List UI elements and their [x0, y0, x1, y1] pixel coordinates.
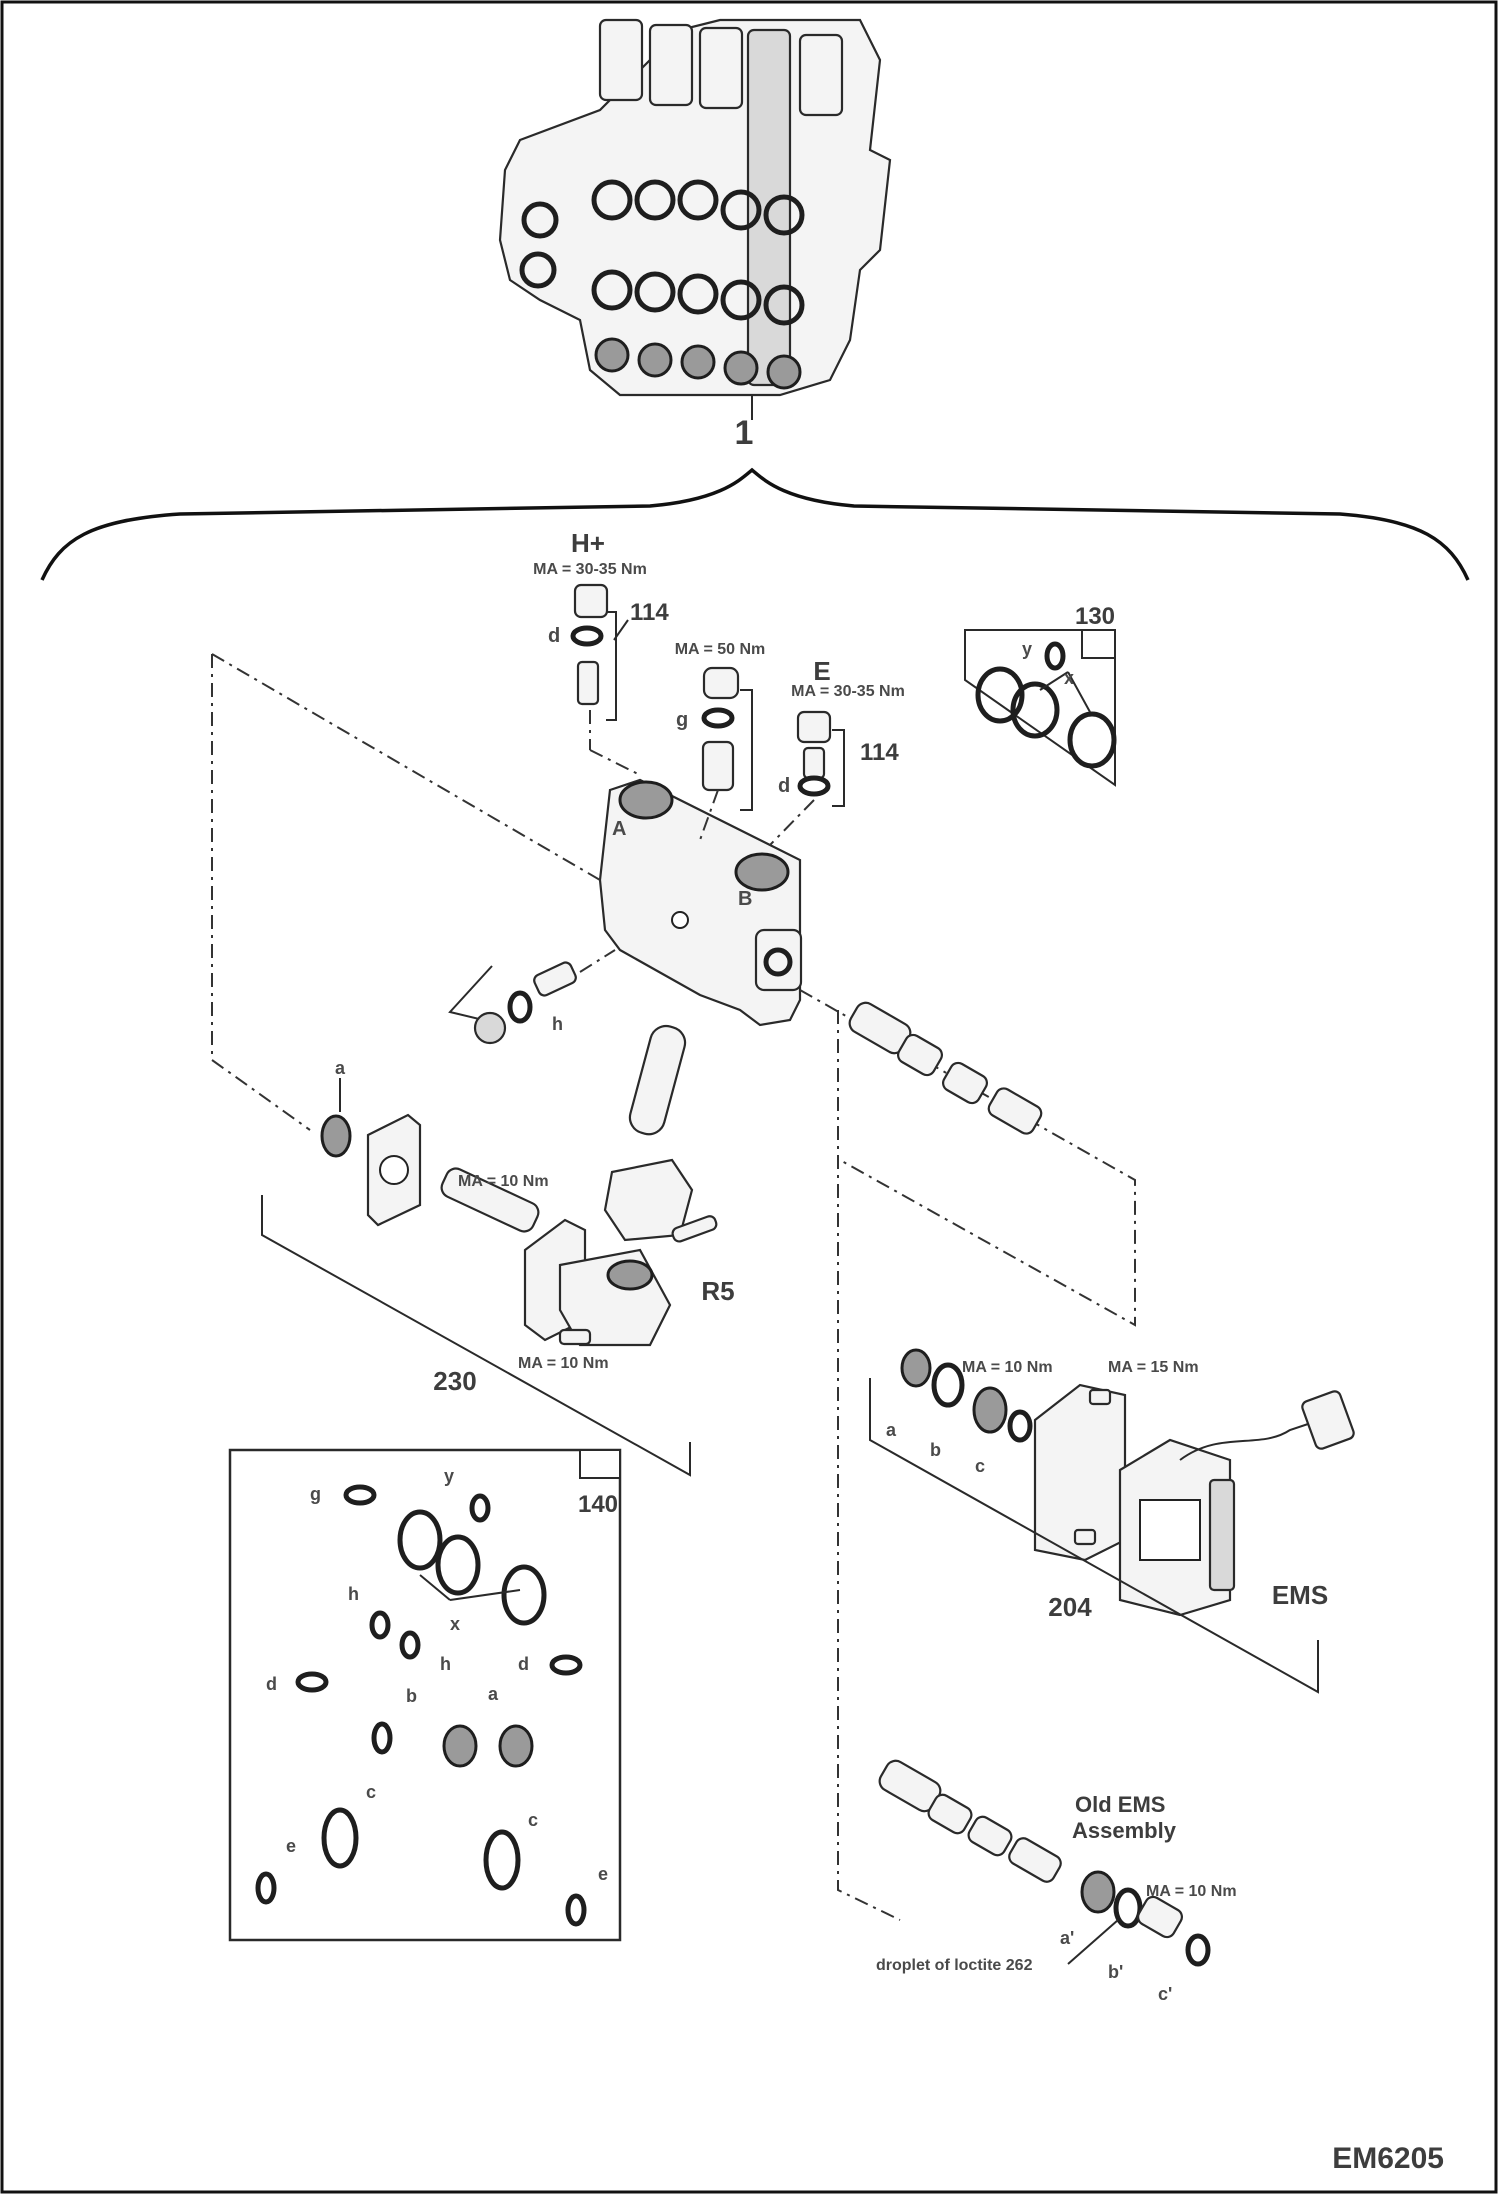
port-b-label: B [738, 888, 752, 910]
item-230-label: 230 [433, 1366, 476, 1396]
ems-group-204 [869, 1348, 1355, 1694]
letter-d-top: d [548, 625, 560, 647]
torque-e: MA = 30-35 Nm [791, 683, 905, 700]
torque-230-b: MA = 10 Nm [518, 1355, 609, 1372]
e-label: E [813, 656, 830, 686]
relief-valve-h-plus [570, 583, 641, 776]
spool [848, 1001, 1043, 1135]
letter-b-ems: b [930, 1440, 941, 1460]
item-130-label: 130 [1075, 603, 1115, 630]
letter-x-140: x [450, 1614, 460, 1634]
letter-a-140: a [488, 1684, 499, 1704]
letter-d-140b: d [518, 1654, 529, 1674]
letter-x-130: x [1064, 668, 1074, 688]
h-plus-label: H+ [571, 528, 605, 558]
letter-d-140a: d [266, 1674, 277, 1694]
letter-y-140: y [444, 1466, 454, 1486]
letter-g-top: g [676, 709, 688, 731]
torque-230-a: MA = 10 Nm [458, 1173, 549, 1190]
item-1-label: 1 [735, 414, 754, 452]
torque-50nm: MA = 50 Nm [675, 641, 766, 658]
hand-lever-group-230 [261, 1024, 718, 1477]
figure-id: EM6205 [1332, 2142, 1444, 2175]
letter-a-seal: a [335, 1058, 346, 1078]
ems-label: EMS [1272, 1580, 1328, 1610]
item-204-label: 204 [1048, 1592, 1092, 1622]
plug-h [448, 949, 616, 1045]
valve-bank-assembly [498, 18, 892, 420]
letter-h-plug: h [552, 1014, 563, 1034]
loctite-note: droplet of loctite 262 [876, 1957, 1033, 1974]
torque-ems-a: MA = 10 Nm [962, 1359, 1053, 1376]
letter-c-prime: c' [1158, 1984, 1172, 2004]
letter-h-140b: h [440, 1654, 451, 1674]
torque-ems-b: MA = 15 Nm [1108, 1359, 1199, 1376]
letter-g-140: g [310, 1484, 321, 1504]
r5-label: R5 [701, 1276, 734, 1306]
letter-b-prime: b' [1108, 1962, 1123, 1982]
relief-valve-e [769, 710, 845, 846]
seal-kit-130 [964, 629, 1117, 787]
letter-a-ems: a [886, 1420, 897, 1440]
old-ems-line2: Assembly [1072, 1818, 1177, 1843]
letter-d-right: d [778, 775, 790, 797]
letter-c-140b: c [528, 1810, 538, 1830]
letter-b-140: b [406, 1686, 417, 1706]
torque-old-ems: MA = 10 Nm [1146, 1883, 1237, 1900]
seal-kit-140 [228, 1448, 622, 1942]
letter-h-140a: h [348, 1584, 359, 1604]
valve-section-body: A B [598, 778, 803, 1027]
seal-a [320, 1114, 352, 1158]
valve-50nm [699, 666, 753, 841]
letter-c-140a: c [366, 1782, 376, 1802]
letter-y-130: y [1022, 639, 1032, 659]
guide-line-right [799, 989, 1136, 1327]
assembly-brace [40, 467, 1470, 581]
old-ems-assembly [878, 1759, 1211, 1967]
port-a-label: A [612, 818, 626, 840]
item-140-label: 140 [578, 1491, 618, 1518]
old-ems-line1: Old EMS [1075, 1792, 1165, 1817]
letter-e-140a: e [286, 1836, 296, 1856]
letter-c-ems: c [975, 1456, 985, 1476]
item-114-top-label: 114 [630, 599, 669, 626]
torque-h-plus: MA = 30-35 Nm [533, 561, 647, 578]
letter-a-prime: a' [1060, 1928, 1074, 1948]
letter-e-140b: e [598, 1864, 608, 1884]
item-114-right-label: 114 [860, 739, 899, 766]
guide-line-left [211, 654, 311, 1131]
